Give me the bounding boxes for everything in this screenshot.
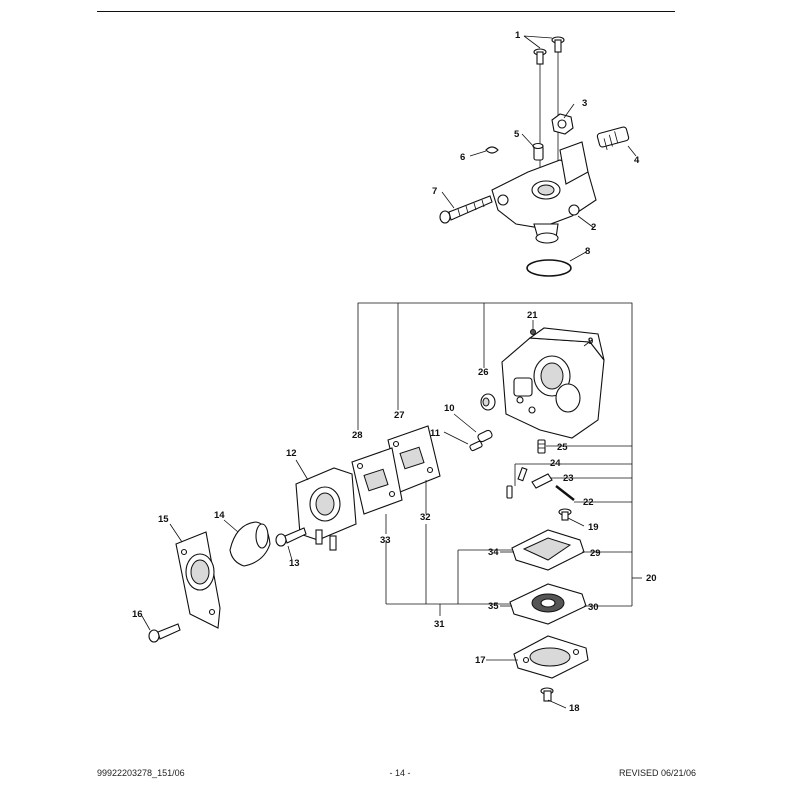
callout-8: 8: [585, 246, 590, 257]
callout-27: 27: [394, 410, 405, 421]
callout-31: 31: [434, 619, 445, 630]
footer-revision-date: REVISED 06/21/06: [618, 768, 696, 778]
cover-17: [513, 635, 589, 679]
callout-labels: 1 2 3 4 5 6 7 8 9 10 11 12 13 14 15 16 1…: [132, 30, 657, 714]
plug-26: [480, 393, 496, 411]
diaphragm-35: [509, 583, 587, 625]
needle-10: [477, 429, 493, 443]
callout-4: 4: [634, 155, 640, 166]
callout-29: 29: [590, 548, 601, 559]
callout-34: 34: [488, 547, 499, 558]
footer-page-number: - 14 -: [389, 768, 411, 778]
screw-13: [275, 527, 307, 547]
callout-6: 6: [460, 152, 465, 163]
shaft-4: [596, 126, 630, 151]
footer-part-number: 99922203278_151/06: [97, 768, 185, 778]
pump-body-12: [295, 467, 357, 551]
callout-17: 17: [475, 655, 486, 666]
adapter-body-2: [491, 141, 597, 244]
callout-7: 7: [432, 186, 437, 197]
adapter-assembly: [439, 36, 630, 277]
screw-1a: [533, 48, 547, 65]
pin-5: [532, 142, 544, 161]
spring-25: [537, 439, 546, 454]
retainer-plate-15: [175, 531, 221, 629]
callout-21: 21: [527, 310, 538, 321]
callout-5: 5: [514, 129, 520, 140]
callout-22: 22: [583, 497, 594, 508]
primer-bulb-14: [229, 521, 271, 567]
callout-26: 26: [478, 367, 489, 378]
callout-9: 9: [588, 336, 593, 347]
gasket-34: [511, 529, 585, 571]
check-ball-21: [530, 329, 536, 335]
callout-19: 19: [588, 522, 599, 533]
lever-pin-22: [555, 485, 575, 501]
callout-25: 25: [557, 442, 568, 453]
callout-35: 35: [488, 601, 499, 612]
callout-3: 3: [582, 98, 587, 109]
metering-lever-23: [517, 466, 553, 489]
callout-28: 28: [352, 430, 363, 441]
callout-10: 10: [444, 403, 455, 414]
carburetor-body-9: [501, 327, 605, 439]
top-rule: [97, 11, 675, 12]
screw-19: [558, 508, 572, 521]
o-ring-8: [526, 259, 572, 277]
inlet-needle-24: [506, 485, 513, 499]
screw-16: [148, 623, 181, 643]
callout-18: 18: [569, 703, 580, 714]
callout-15: 15: [158, 514, 169, 525]
callout-33: 33: [380, 535, 391, 546]
kit-bracket-lines: [141, 35, 642, 709]
callout-11: 11: [430, 428, 441, 439]
callout-23: 23: [563, 473, 574, 484]
callout-12: 12: [286, 448, 297, 459]
callout-13: 13: [289, 558, 300, 569]
callout-30: 30: [588, 602, 599, 613]
clip-6: [485, 146, 499, 154]
callout-20: 20: [646, 573, 657, 584]
callout-32: 32: [420, 512, 431, 523]
callout-24: 24: [550, 458, 561, 469]
screw-18: [540, 687, 554, 702]
callout-2: 2: [591, 222, 596, 233]
screw-7: [439, 195, 493, 224]
callout-1: 1: [515, 30, 521, 41]
spring-11: [469, 440, 483, 452]
nut-3: [551, 113, 574, 135]
pump-diaphragm-28: [351, 447, 403, 515]
screw-1b: [551, 36, 565, 53]
callout-16: 16: [132, 609, 143, 620]
callout-14: 14: [214, 510, 225, 521]
